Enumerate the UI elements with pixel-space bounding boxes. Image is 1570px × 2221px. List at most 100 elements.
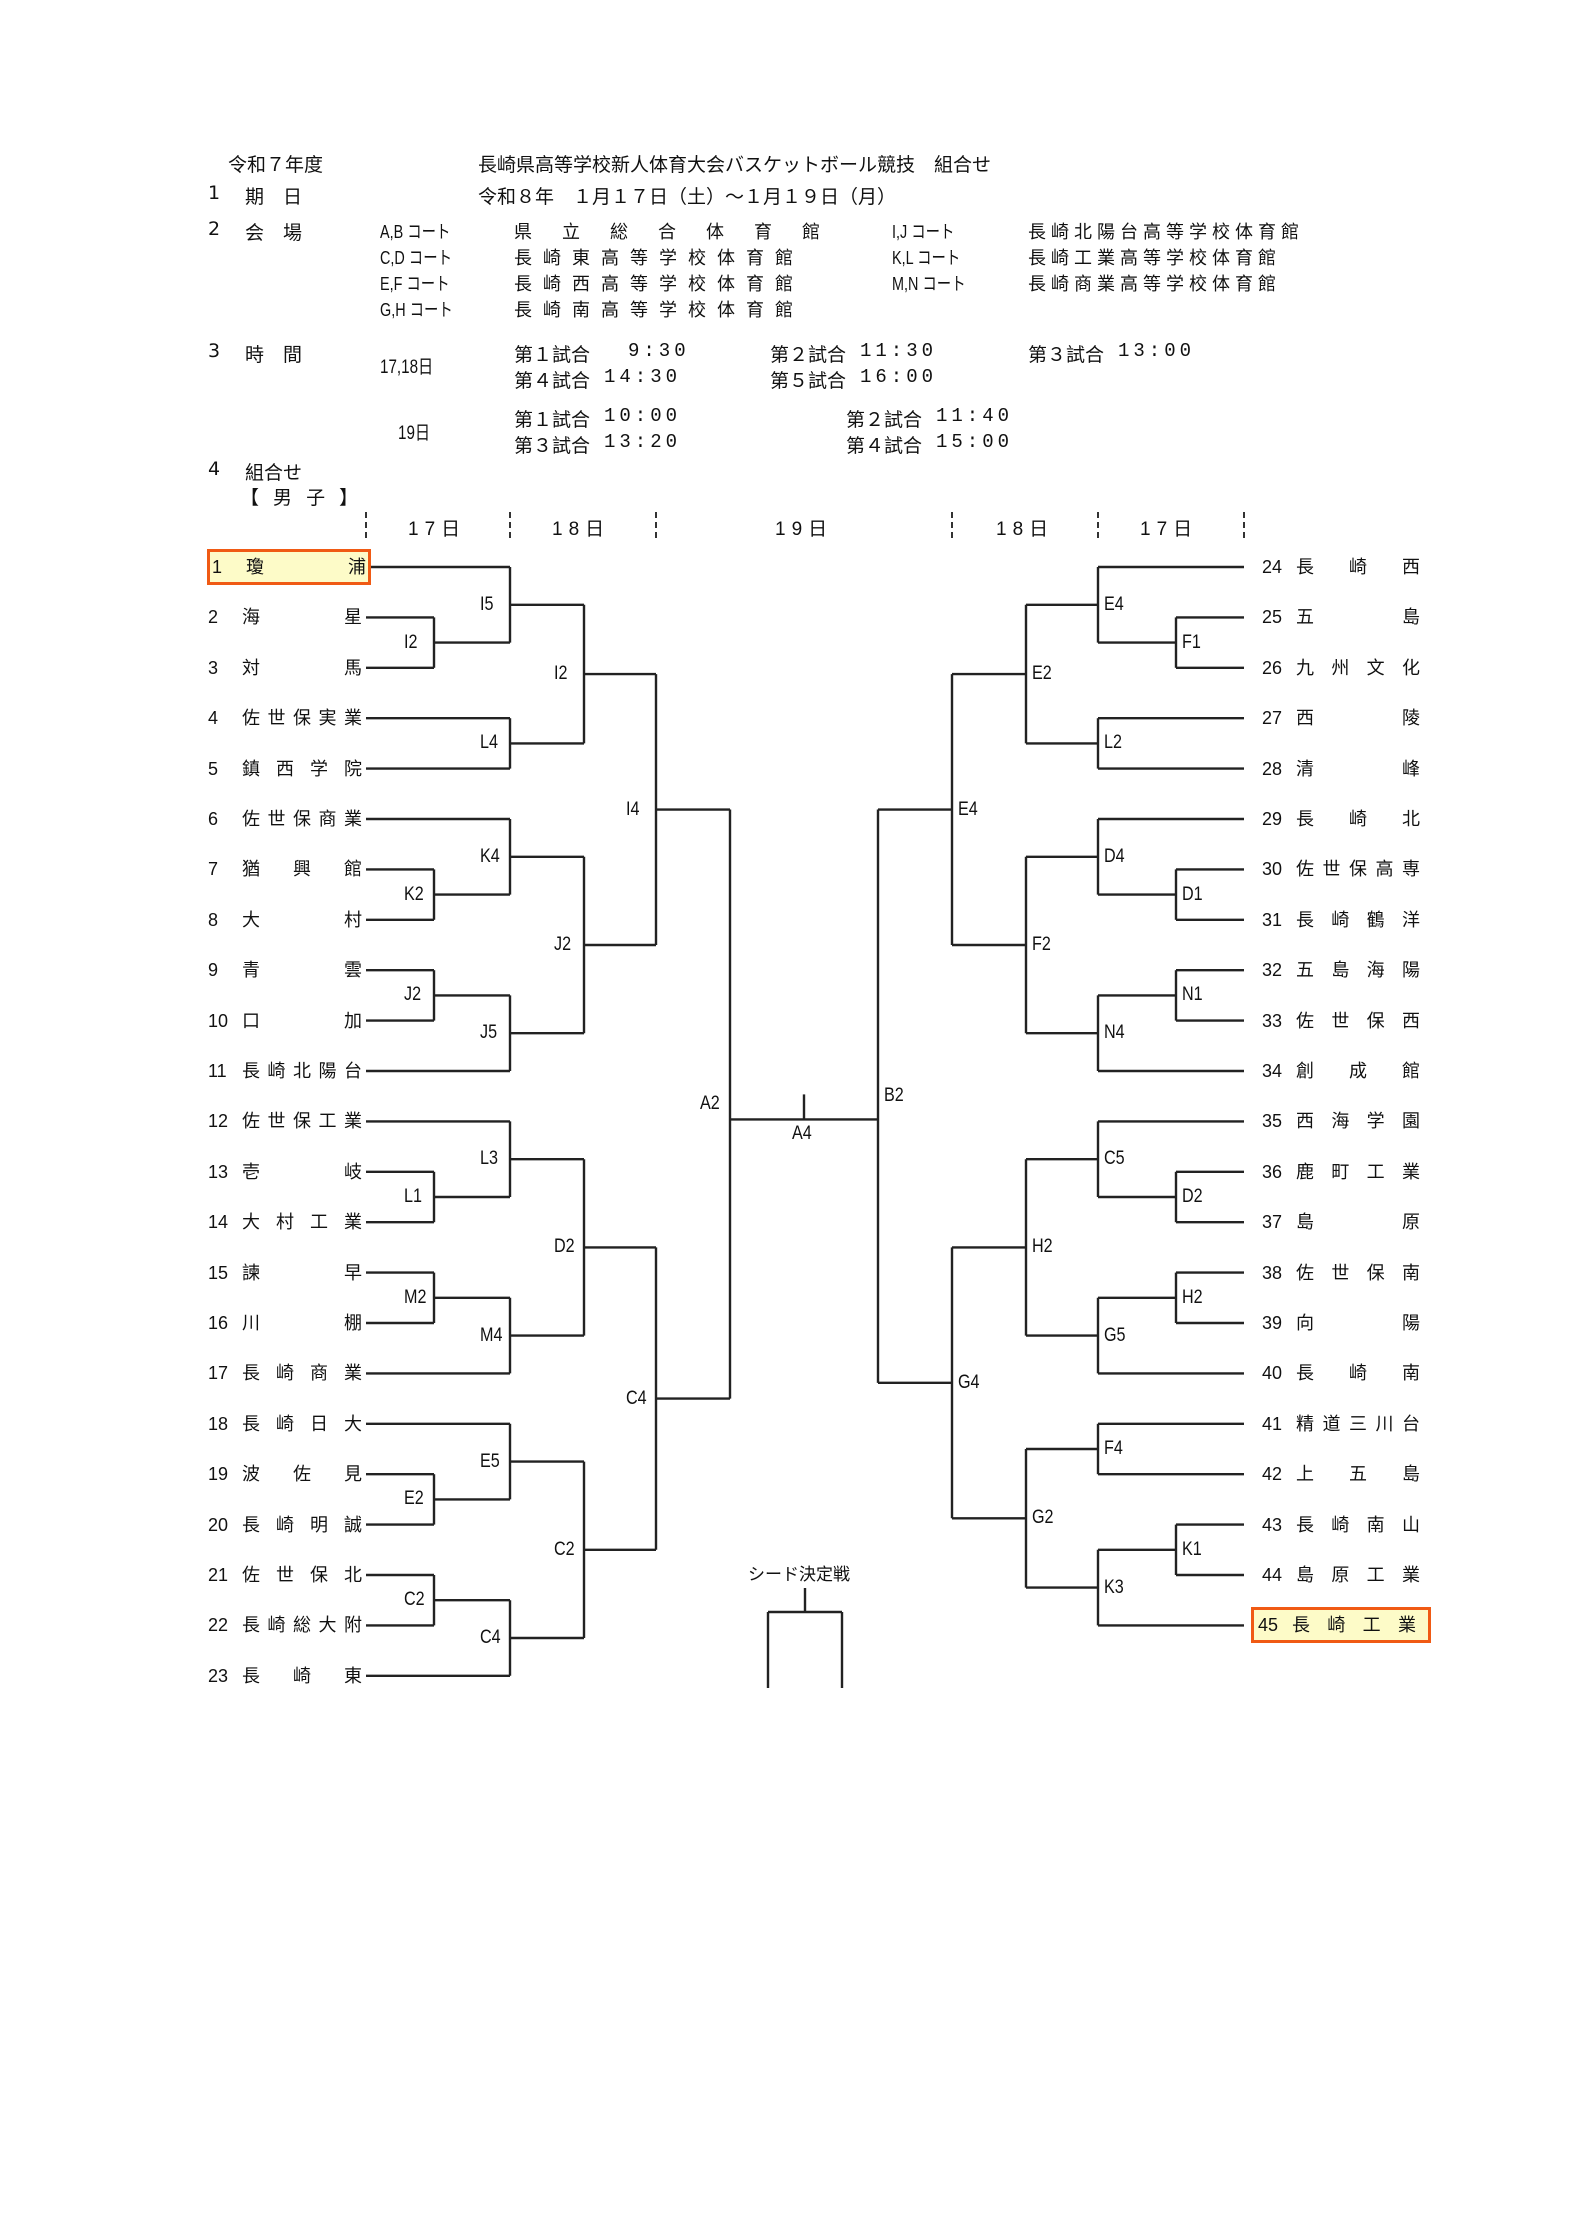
- match-code: E5: [480, 1450, 500, 1472]
- venue-name-right: 長崎商業高等学校体育館: [1028, 274, 1281, 295]
- team-entry-left: 4 佐世保実業: [208, 703, 366, 733]
- day-header: 18日: [996, 519, 1055, 540]
- team-name: 西海学園: [1296, 1111, 1420, 1133]
- game-time: 14:30: [604, 366, 682, 388]
- match-code: C2: [554, 1538, 575, 1560]
- venue-court-left: C,D コート: [380, 248, 452, 268]
- fiscal-year: 令和７年度: [228, 154, 324, 176]
- section-1-label: 期 日: [245, 186, 303, 208]
- document-title: 長崎県高等学校新人体育大会バスケットボール競技 組合せ: [478, 154, 992, 176]
- team-name: 長崎工業: [1292, 1615, 1416, 1637]
- venue-name-left: 長崎西高等学校体育館: [514, 274, 804, 295]
- venue-name-right: 長崎工業高等学校体育館: [1028, 248, 1281, 269]
- match-code: G2: [1032, 1507, 1054, 1529]
- schedule-19-label: 19日: [398, 423, 431, 444]
- team-number: 8: [208, 909, 219, 930]
- team-number: 30: [1262, 859, 1283, 880]
- team-name: 佐世保実業: [242, 708, 362, 730]
- team-name: 長崎明誠: [242, 1514, 362, 1536]
- team-name: 長崎南: [1296, 1363, 1420, 1385]
- team-number: 24: [1262, 557, 1283, 577]
- team-number: 9: [208, 960, 219, 981]
- venue-court-right: K,L コート: [892, 248, 961, 268]
- team-number: 19: [208, 1464, 229, 1485]
- match-code: I4: [626, 798, 640, 820]
- match-code: M4: [480, 1324, 503, 1346]
- team-name: 長崎西: [1296, 557, 1420, 578]
- team-number: 40: [1262, 1363, 1283, 1384]
- team-name: 長崎鶴洋: [1296, 909, 1420, 931]
- match-code: K4: [480, 845, 500, 867]
- seed-playoff-label: シード決定戦: [748, 1565, 850, 1585]
- section-2-label: 会 場: [245, 222, 303, 244]
- game-time: 10:00: [604, 405, 682, 427]
- team-number: 7: [208, 859, 219, 880]
- team-name: 佐世保西: [1296, 1010, 1420, 1032]
- game-time: 13:00: [1118, 340, 1196, 362]
- team-number: 10: [208, 1010, 229, 1031]
- game-name: 第２試合: [846, 409, 923, 431]
- game-name: 第４試合: [514, 370, 591, 392]
- team-name: 西陵: [1296, 708, 1420, 730]
- match-code: N1: [1182, 984, 1203, 1006]
- team-entry-right: 40 長崎南: [1262, 1358, 1426, 1388]
- team-number: 21: [208, 1565, 229, 1585]
- match-code: A2: [700, 1093, 720, 1115]
- team-name: 長崎東: [242, 1665, 362, 1687]
- venue-name-left: 県 立 総 合 体 育 館: [514, 222, 826, 243]
- team-number: 20: [208, 1514, 229, 1535]
- game-name: 第１試合: [514, 409, 591, 431]
- team-number: 16: [208, 1313, 229, 1333]
- team-number: 35: [1262, 1111, 1283, 1132]
- match-code: H2: [1032, 1236, 1053, 1258]
- team-number: 43: [1262, 1514, 1283, 1535]
- section-1-number: 1: [208, 182, 221, 204]
- day-header: 17日: [408, 519, 467, 540]
- team-name: 鎮西学院: [242, 758, 362, 780]
- team-name: 九州文化: [1296, 657, 1420, 679]
- venue-name-right: 長崎北陽台高等学校体育館: [1028, 222, 1304, 243]
- team-number: 37: [1262, 1212, 1283, 1233]
- day-header: 18日: [552, 519, 611, 540]
- team-name: 長崎日大: [242, 1413, 362, 1435]
- event-dates: 令和８年 １月１７日（土）～１月１９日（月）: [478, 186, 897, 208]
- team-name: 瓊浦: [246, 557, 366, 578]
- venue-name-left: 長崎東高等学校体育館: [514, 248, 804, 269]
- team-entry-right: 24 長崎西: [1262, 552, 1426, 582]
- team-number: 4: [208, 708, 219, 729]
- match-code: L1: [404, 1186, 422, 1207]
- game-name: 第１試合: [514, 344, 591, 366]
- game-time: 16:00: [860, 366, 938, 388]
- venue-court-left: A,B コート: [380, 222, 451, 242]
- match-code: M2: [404, 1286, 427, 1308]
- team-entry-left: 20 長崎明誠: [208, 1510, 366, 1540]
- team-number: 27: [1262, 708, 1283, 729]
- team-name: 向陽: [1296, 1313, 1420, 1334]
- match-code: N4: [1104, 1022, 1125, 1044]
- match-code: L2: [1104, 732, 1122, 754]
- team-name: 諫早: [242, 1262, 362, 1284]
- team-name: 島原工業: [1296, 1565, 1420, 1586]
- match-code: E4: [1104, 593, 1124, 615]
- final-match-code: A4: [792, 1123, 812, 1145]
- section-4-label: 組合せ: [245, 462, 303, 484]
- match-code: E4: [958, 798, 978, 820]
- game-name: 第４試合: [846, 435, 923, 457]
- match-code: F4: [1104, 1438, 1123, 1459]
- team-name: 波佐見: [242, 1464, 362, 1486]
- team-name: 長崎南山: [1296, 1514, 1420, 1536]
- team-number: 28: [1262, 758, 1283, 779]
